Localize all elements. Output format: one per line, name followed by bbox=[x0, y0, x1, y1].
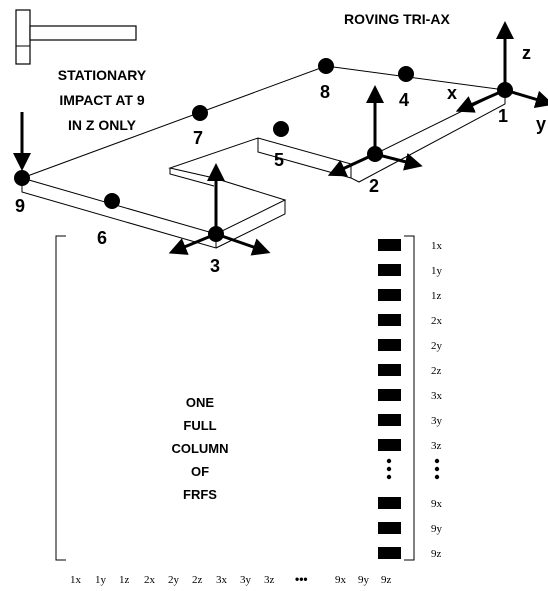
svg-text:1z: 1z bbox=[431, 290, 442, 302]
svg-text:1x: 1x bbox=[431, 240, 443, 252]
axis-z-label: z bbox=[522, 43, 531, 63]
svg-text:2z: 2z bbox=[192, 574, 203, 586]
svg-text:3y: 3y bbox=[240, 574, 252, 586]
svg-text:ONE: ONE bbox=[186, 395, 215, 410]
frf-block bbox=[378, 414, 401, 426]
frf-block bbox=[378, 547, 401, 559]
horizontal-ellipsis: ••• bbox=[295, 572, 308, 586]
column-labels: 1x 1y 1z 2x 2y 2z 3x 3y 3z ••• 9x 9y 9z bbox=[70, 572, 392, 586]
stationary-line-2: IMPACT AT 9 bbox=[59, 92, 145, 108]
point-label-6: 6 bbox=[97, 228, 107, 248]
frf-block bbox=[378, 339, 401, 351]
point-label-8: 8 bbox=[320, 82, 330, 102]
frf-block bbox=[378, 497, 401, 509]
svg-text:1x: 1x bbox=[70, 574, 82, 586]
point-label-2: 2 bbox=[369, 176, 379, 196]
frf-block bbox=[378, 522, 401, 534]
svg-text:9z: 9z bbox=[381, 574, 392, 586]
point-label-9: 9 bbox=[15, 196, 25, 216]
svg-text:3x: 3x bbox=[431, 390, 443, 402]
frf-block bbox=[378, 289, 401, 301]
svg-text:3y: 3y bbox=[431, 415, 443, 427]
svg-text:1y: 1y bbox=[431, 265, 443, 277]
point-8-marker bbox=[318, 58, 334, 74]
point-label-3: 3 bbox=[210, 256, 220, 276]
column-description: ONE FULL COLUMN OF FRFS bbox=[171, 395, 228, 502]
svg-text:9x: 9x bbox=[335, 574, 347, 586]
frf-block bbox=[378, 314, 401, 326]
svg-text:9z: 9z bbox=[431, 548, 442, 560]
svg-text:9y: 9y bbox=[358, 574, 370, 586]
svg-text:2x: 2x bbox=[144, 574, 156, 586]
stationary-line-3: IN Z ONLY bbox=[68, 117, 137, 133]
stationary-line-1: STATIONARY bbox=[58, 67, 147, 83]
measurement-points bbox=[14, 58, 513, 242]
triax-arrows bbox=[13, 21, 548, 256]
row-labels: 1x 1y 1z 2x 2y 2z 3x 3y 3z 9x 9y 9z bbox=[431, 240, 443, 560]
svg-text:OF: OF bbox=[191, 464, 209, 479]
svg-text:2x: 2x bbox=[431, 315, 443, 327]
vertical-ellipsis bbox=[386, 458, 440, 480]
axis-x-label: x bbox=[447, 83, 457, 103]
matrix-brackets bbox=[55, 235, 415, 561]
svg-text:9x: 9x bbox=[431, 498, 443, 510]
svg-text:3x: 3x bbox=[216, 574, 228, 586]
frf-column bbox=[378, 239, 401, 559]
axis-y-label: y bbox=[536, 114, 546, 134]
impact-hammer-icon bbox=[15, 9, 137, 65]
svg-text:1z: 1z bbox=[119, 574, 130, 586]
svg-text:FULL: FULL bbox=[183, 418, 216, 433]
frf-block bbox=[378, 264, 401, 276]
svg-text:FRFS: FRFS bbox=[183, 487, 217, 502]
point-label-4: 4 bbox=[399, 90, 409, 110]
frf-block bbox=[378, 364, 401, 376]
frf-block bbox=[378, 239, 401, 251]
svg-text:9y: 9y bbox=[431, 523, 443, 535]
point-5-marker bbox=[273, 121, 289, 137]
point-label-5: 5 bbox=[274, 150, 284, 170]
svg-text:2y: 2y bbox=[168, 574, 180, 586]
point-label-7: 7 bbox=[193, 128, 203, 148]
svg-text:2y: 2y bbox=[431, 340, 443, 352]
point-label-1: 1 bbox=[498, 106, 508, 126]
point-6-marker bbox=[104, 193, 120, 209]
svg-text:3z: 3z bbox=[264, 574, 275, 586]
svg-text:1y: 1y bbox=[95, 574, 107, 586]
svg-text:2z: 2z bbox=[431, 365, 442, 377]
point-9-marker bbox=[14, 170, 30, 186]
point-4-marker bbox=[398, 66, 414, 82]
point-7-marker bbox=[192, 105, 208, 121]
svg-text:3z: 3z bbox=[431, 440, 442, 452]
frf-block bbox=[378, 389, 401, 401]
svg-text:COLUMN: COLUMN bbox=[171, 441, 228, 456]
frf-block bbox=[378, 439, 401, 451]
roving-triax-title: ROVING TRI-AX bbox=[344, 11, 450, 27]
point-labels: 1 2 3 4 5 6 7 8 9 bbox=[15, 82, 508, 276]
